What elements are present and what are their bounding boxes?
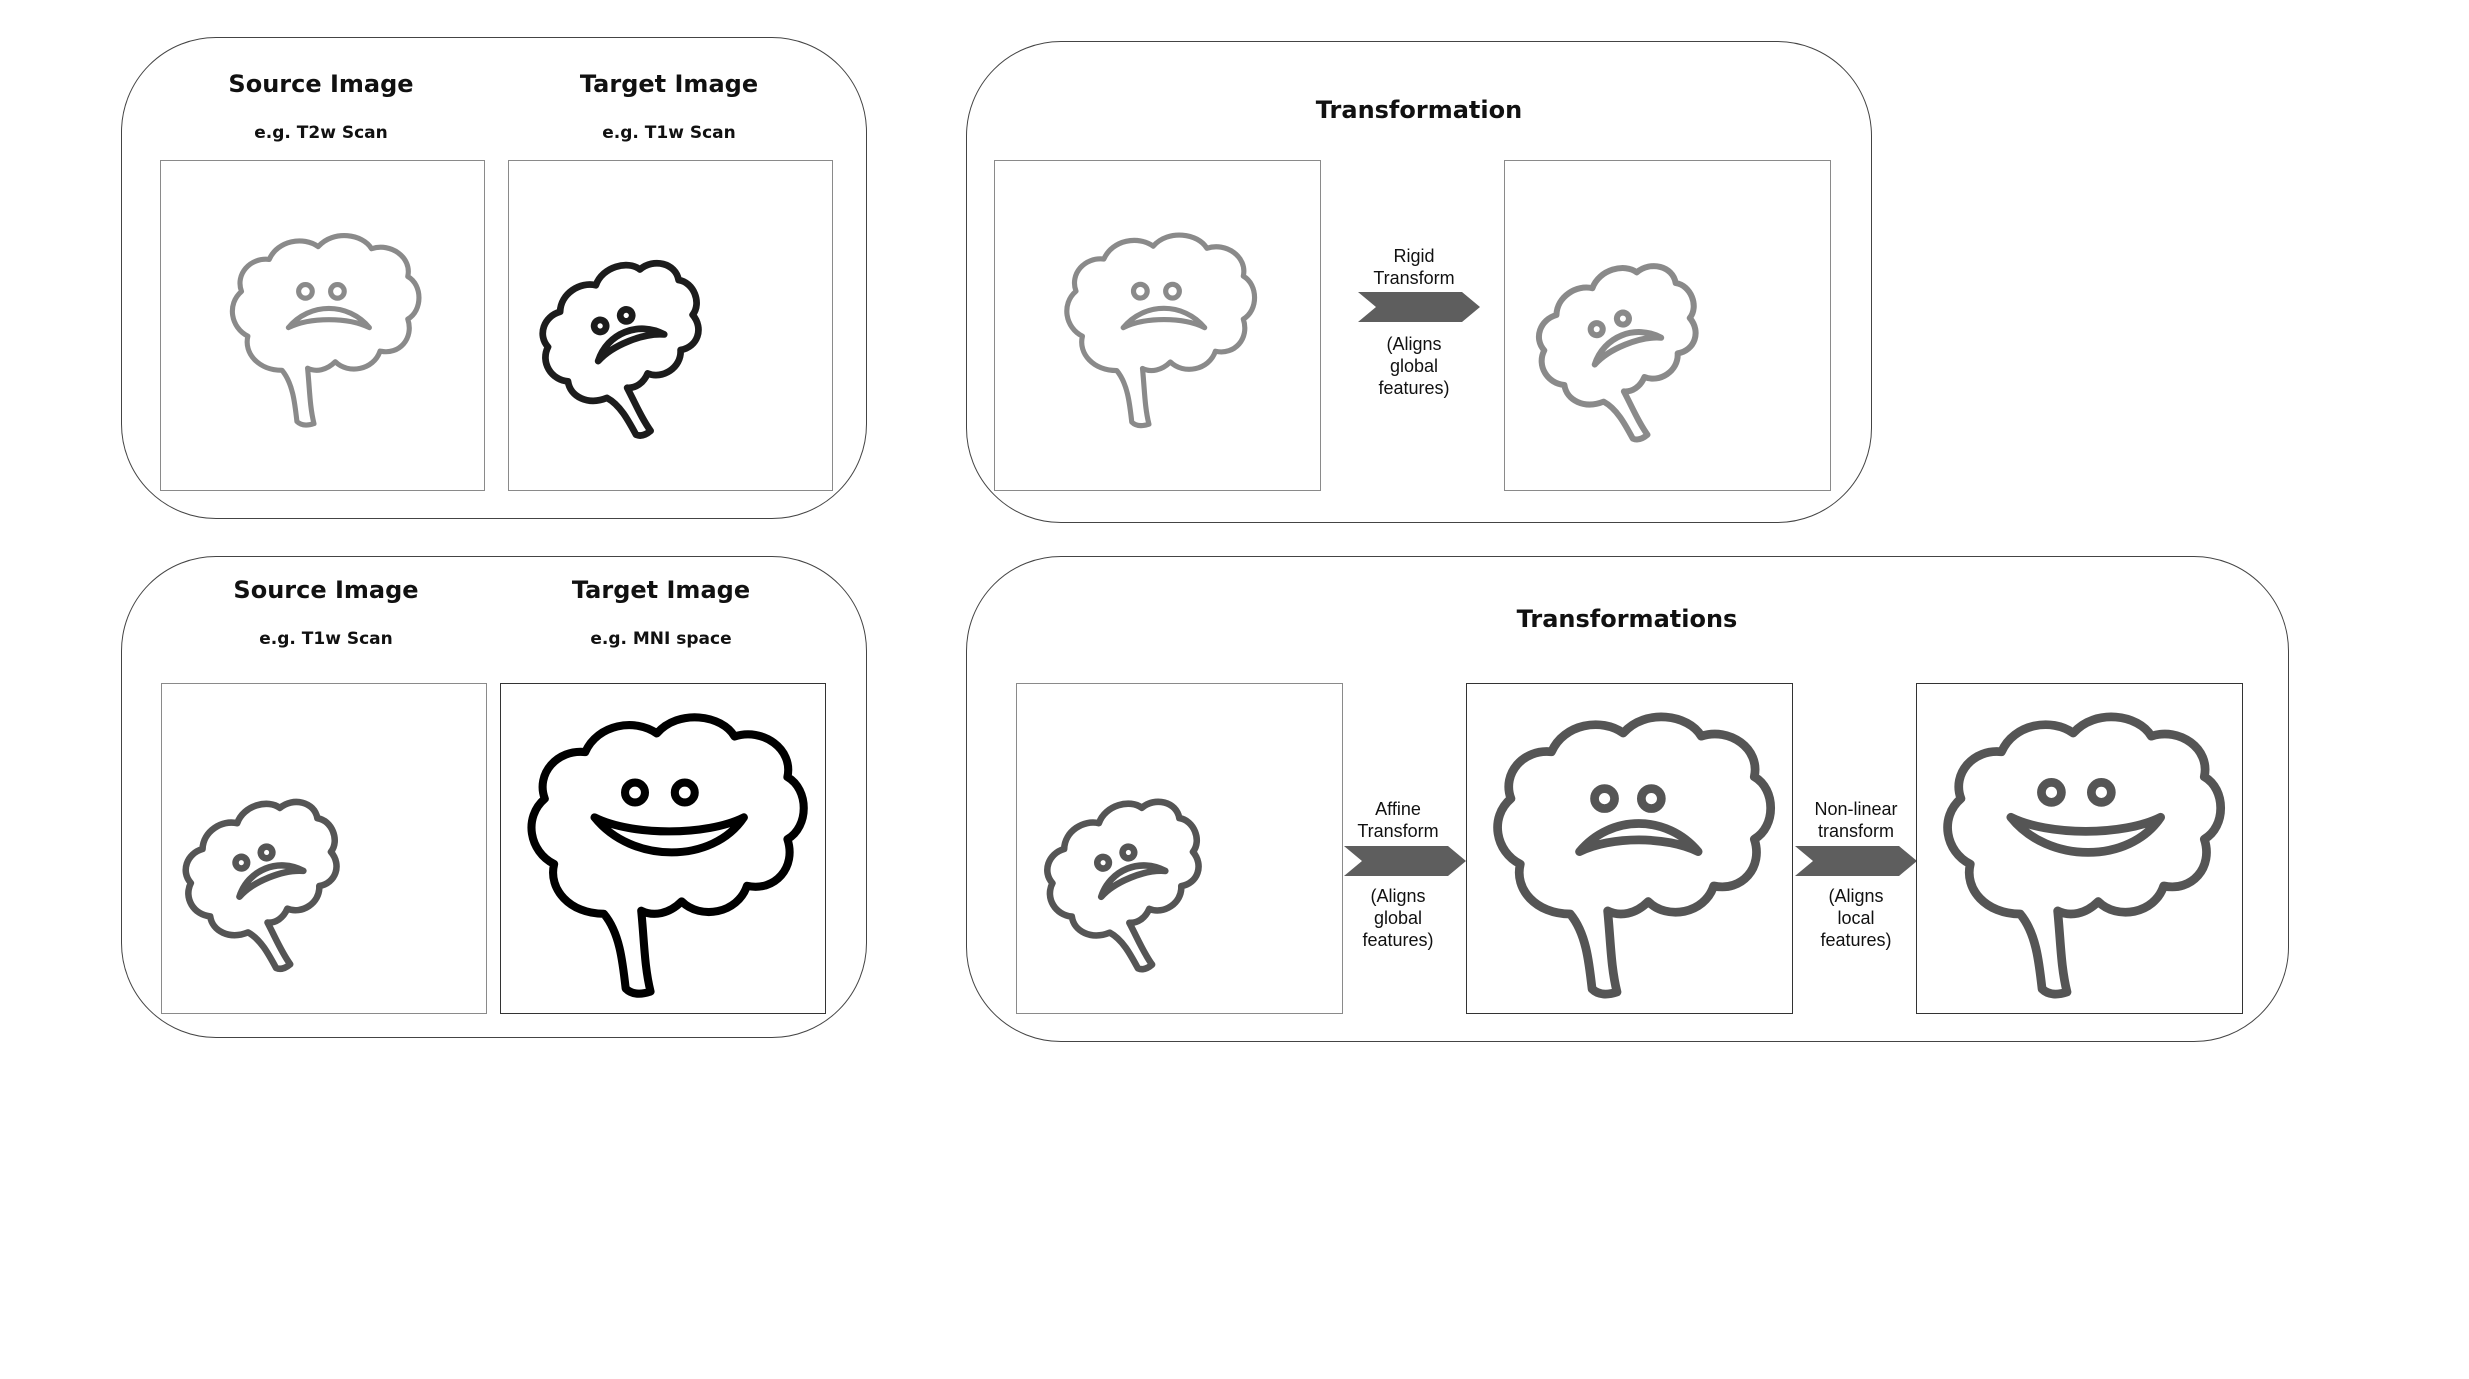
rigid-transform-note: (Aligns global features) bbox=[1378, 334, 1450, 398]
sad-brain-icon bbox=[161, 161, 484, 490]
affine-input-frame bbox=[1016, 683, 1343, 1014]
target-image-subtitle: e.g. T1w Scan bbox=[602, 123, 736, 143]
happy-brain-icon bbox=[501, 684, 825, 1013]
source-image-frame bbox=[160, 160, 485, 491]
nonlinear-transform-arrow bbox=[1795, 846, 1917, 876]
sad-brain-icon bbox=[1017, 684, 1342, 1013]
rigid-transform-arrow bbox=[1358, 292, 1480, 322]
affine-transform-note: (Aligns global features) bbox=[1362, 886, 1434, 950]
sad-brain-icon bbox=[995, 161, 1320, 490]
sad-brain-icon bbox=[509, 161, 832, 490]
nonlinear-transform-note: (Aligns local features) bbox=[1820, 886, 1892, 950]
sad-brain-icon bbox=[1467, 684, 1792, 1013]
happy-brain-icon bbox=[1917, 684, 2242, 1013]
source-image-subtitle: e.g. T2w Scan bbox=[254, 123, 388, 143]
source-image-subtitle: e.g. T1w Scan bbox=[259, 629, 393, 649]
target-image-title: Target Image bbox=[579, 70, 759, 98]
affine-output-frame bbox=[1466, 683, 1793, 1014]
affine-transform-label: Affine Transform bbox=[1357, 799, 1439, 841]
rigid-output-frame bbox=[1504, 160, 1831, 491]
source-image-frame bbox=[161, 683, 487, 1014]
target-image-frame bbox=[500, 683, 826, 1014]
sad-brain-icon bbox=[162, 684, 486, 1013]
sad-brain-icon bbox=[1505, 161, 1830, 490]
nonlinear-transform-label: Non-linear transform bbox=[1814, 799, 1898, 841]
chevron-arrow-icon bbox=[1795, 846, 1917, 876]
target-image-subtitle: e.g. MNI space bbox=[590, 629, 732, 649]
chevron-arrow-icon bbox=[1358, 292, 1480, 322]
affine-transform-arrow bbox=[1344, 846, 1466, 876]
source-image-title: Source Image bbox=[233, 576, 419, 604]
rigid-input-frame bbox=[994, 160, 1321, 491]
nonlinear-output-frame bbox=[1916, 683, 2243, 1014]
transformations-title: Transformations bbox=[1516, 605, 1738, 633]
chevron-arrow-icon bbox=[1344, 846, 1466, 876]
source-image-title: Source Image bbox=[228, 70, 414, 98]
rigid-transform-label: Rigid Transform bbox=[1373, 246, 1455, 288]
transformation-title: Transformation bbox=[1315, 96, 1523, 124]
target-image-title: Target Image bbox=[571, 576, 751, 604]
target-image-frame bbox=[508, 160, 833, 491]
